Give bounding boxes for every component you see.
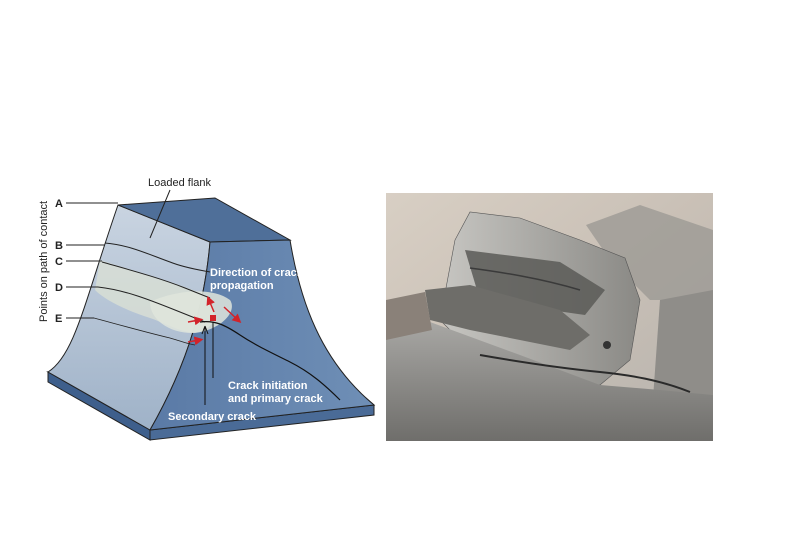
secondary-pointer-head: [201, 325, 209, 335]
red-arrow-propagation: [223, 306, 242, 324]
red-arrow-up: [206, 295, 215, 313]
red-arrow-left: [187, 316, 204, 326]
photo-fracture-edge: [469, 267, 581, 291]
gear-tooth-illustration: A B C D E Points on path of contact Load…: [38, 177, 376, 441]
point-label-b: B: [55, 240, 63, 252]
loaded-flank-label: Loaded flank: [148, 177, 211, 189]
point-label-d: D: [55, 282, 63, 294]
contact-line-b: [104, 242, 211, 273]
point-label-e: E: [55, 313, 62, 325]
crack-initiation-point: [210, 315, 216, 321]
photo-background-tooth: [586, 205, 713, 300]
direction-label-line1: Direction of crack: [210, 267, 304, 279]
axis-label-path-of-contact: Points on path of contact: [38, 201, 50, 322]
photo-pit: [603, 341, 611, 349]
contact-line-e: [93, 317, 196, 346]
secondary-crack-label: Secondary crack: [168, 411, 257, 423]
primary-crack-line: [199, 320, 341, 401]
point-label-c: C: [55, 256, 63, 268]
initiation-label-line2: and primary crack: [228, 393, 324, 405]
photo-gear-body: [386, 322, 713, 441]
point-label-a: A: [55, 198, 63, 210]
direction-label-line2: propagation: [210, 280, 274, 292]
contact-line-c: [101, 261, 211, 299]
photo-crack-line: [479, 354, 691, 393]
loaded-flank-pointer: [149, 189, 171, 239]
photo-left-tooth: [386, 292, 432, 340]
red-arrow-secondary: [187, 336, 204, 346]
initiation-label-line1: Crack initiation: [228, 380, 308, 392]
photo-fracture-layer: [425, 285, 590, 350]
gear-fracture-photo: [386, 193, 713, 441]
